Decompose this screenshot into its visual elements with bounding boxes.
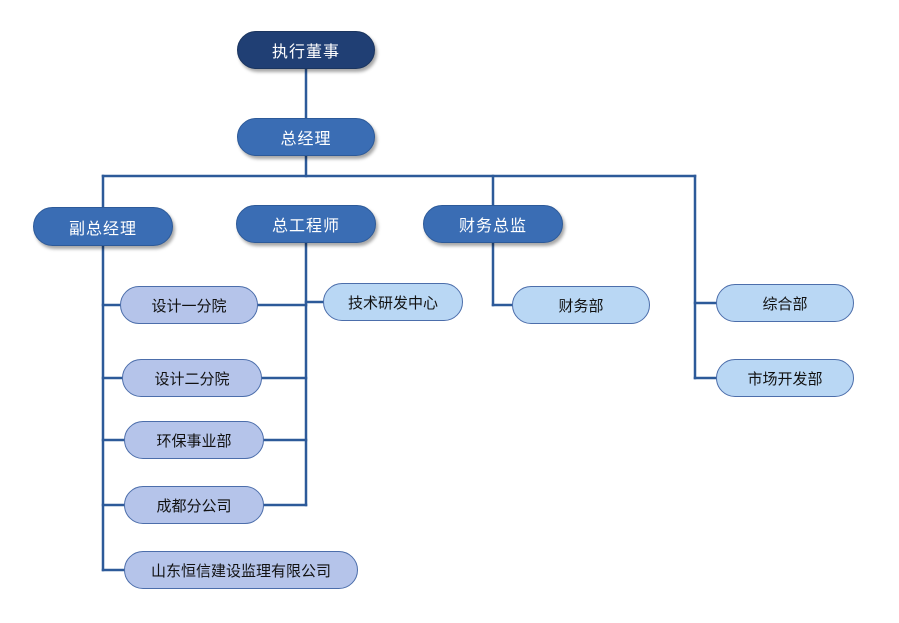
node-finance-director: 财务总监	[423, 205, 563, 243]
node-label: 设计一分院	[151, 296, 227, 315]
node-label: 综合部	[762, 294, 808, 313]
node-market-development-department: 市场开发部	[716, 359, 854, 397]
node-finance-department: 财务部	[512, 286, 650, 324]
node-label: 环保事业部	[156, 431, 232, 450]
node-label: 总工程师	[271, 216, 340, 235]
node-deputy-general-manager: 副总经理	[33, 207, 173, 246]
node-executive-director: 执行董事	[237, 31, 375, 69]
node-supervision-company: 山东恒信建设监理有限公司	[124, 551, 358, 589]
node-chengdu-branch: 成都分公司	[124, 486, 264, 524]
node-label: 执行董事	[271, 42, 340, 61]
node-label: 技术研发中心	[347, 293, 438, 312]
node-environmental-division: 环保事业部	[124, 421, 264, 459]
node-rd-center: 技术研发中心	[323, 283, 463, 321]
node-label: 成都分公司	[156, 496, 232, 515]
node-general-affairs-department: 综合部	[716, 284, 854, 322]
node-label: 副总经理	[68, 218, 137, 238]
node-general-manager: 总经理	[237, 118, 375, 156]
node-label: 山东恒信建设监理有限公司	[150, 561, 331, 580]
node-label: 财务总监	[458, 216, 527, 235]
node-label: 市场开发部	[747, 369, 823, 388]
node-chief-engineer: 总工程师	[236, 205, 376, 243]
node-design-institute-1: 设计一分院	[120, 286, 258, 324]
node-label: 总经理	[280, 129, 332, 148]
node-design-institute-2: 设计二分院	[122, 359, 262, 397]
node-label: 设计二分院	[154, 369, 230, 388]
node-label: 财务部	[558, 296, 604, 315]
